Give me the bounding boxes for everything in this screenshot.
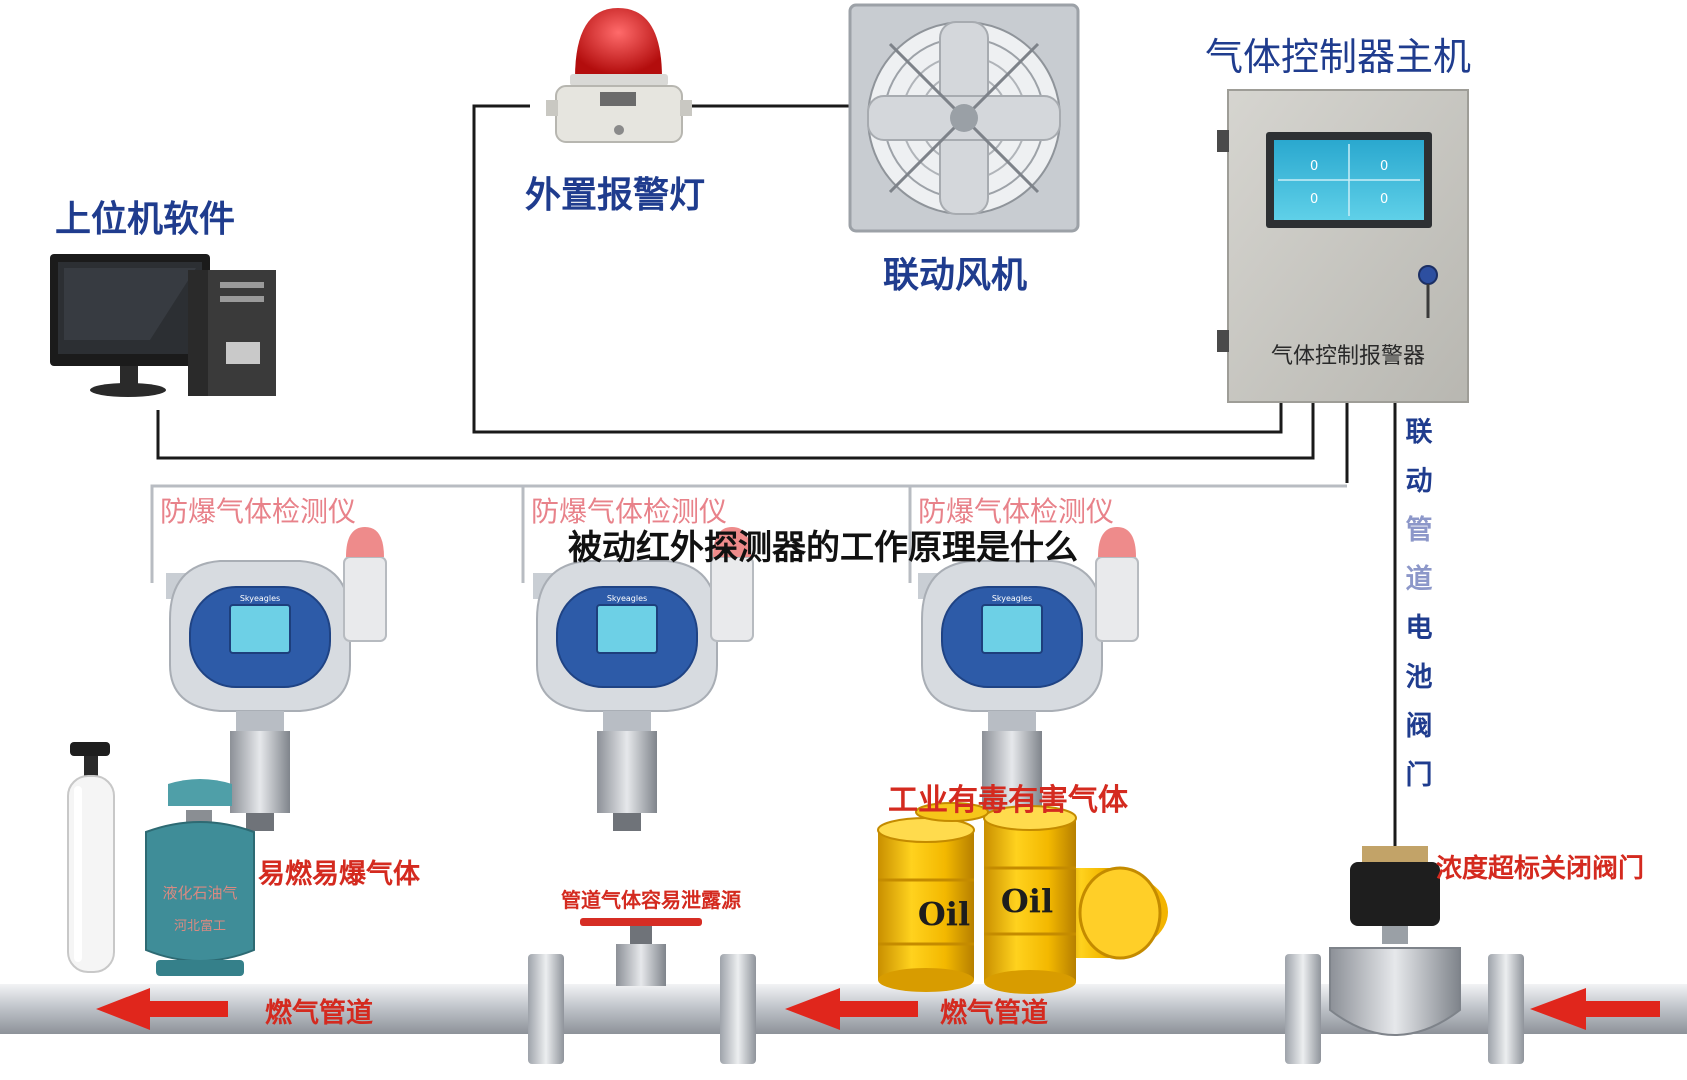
flammable-gas-label: 易燃易爆气体 [258,859,420,890]
detector-brand-1: Skyeagles [240,594,280,603]
vertical-label-char: 道 [1405,564,1433,595]
vertical-label-char: 池 [1405,662,1433,693]
page-title: 被动红外探测器的工作原理是什么 [568,528,1078,568]
fan-icon [848,3,1080,233]
screen-reading-2: 0 [1380,159,1388,174]
vertical-label-char: 联 [1405,417,1433,448]
vertical-label-char: 门 [1405,760,1433,791]
alarm-light-label: 外置报警灯 [525,175,706,216]
solenoid-valve-icon [1329,846,1461,1036]
screen-reading-4: 0 [1380,192,1388,207]
detector-label-2: 防爆气体检测仪 [531,495,728,528]
leak-source-label: 管道气体容易泄露源 [561,888,741,912]
lpg-tank-text-1: 液化石油气 [162,884,237,902]
detector-brand-2: Skyeagles [607,594,647,603]
alarm-light-icon [546,8,692,143]
computer-icon [50,254,276,397]
controller-host-label: 气体控制器主机 [1205,35,1472,79]
gas-controller-icon: 0 0 0 0 气体控制报警器 [1217,89,1469,403]
oil-barrels-icon: Oil Oil [877,802,1168,994]
gas-detector-icon-3: Skyeagles [918,527,1139,831]
detector-label-1: 防爆气体检测仪 [160,495,357,528]
vertical-label-char: 阀 [1405,711,1433,742]
toxic-gas-label: 工业有毒有害气体 [888,783,1128,818]
controller-plate-label: 气体控制报警器 [1271,344,1425,369]
signal-wires [156,104,1349,483]
fan-label: 联动风机 [883,255,1028,296]
lpg-tank-icon: 液化石油气 河北富工 [145,779,255,976]
gas-detector-icon-2: Skyeagles [533,527,754,831]
screen-reading-1: 0 [1310,159,1318,174]
flow-arrows [96,988,1660,1030]
vertical-label-char: 电 [1405,613,1433,644]
manual-valve-icon [580,918,702,986]
detector-brand-3: Skyeagles [992,594,1032,603]
detector-wires [150,484,1347,583]
gas-cylinder-icon [67,742,115,973]
pipe-label-2: 燃气管道 [940,998,1048,1029]
pipe-label-1: 燃气管道 [265,998,373,1029]
lpg-tank-text-2: 河北富工 [174,918,226,934]
barrel-label-1: Oil [1001,882,1053,920]
detector-label-3: 防爆气体检测仪 [918,495,1115,528]
gas-detector-icon-1: Skyeagles [166,527,387,831]
screen-reading-3: 0 [1310,192,1318,207]
link-valve-vertical-label: 联动管道电池阀门 [1402,408,1436,800]
barrel-label-2: Oil [918,895,970,933]
valve-close-label: 浓度超标关闭阀门 [1436,854,1645,884]
vertical-label-char: 管 [1405,515,1433,546]
vertical-label-char: 动 [1405,466,1433,497]
pc-software-label: 上位机软件 [55,199,236,240]
